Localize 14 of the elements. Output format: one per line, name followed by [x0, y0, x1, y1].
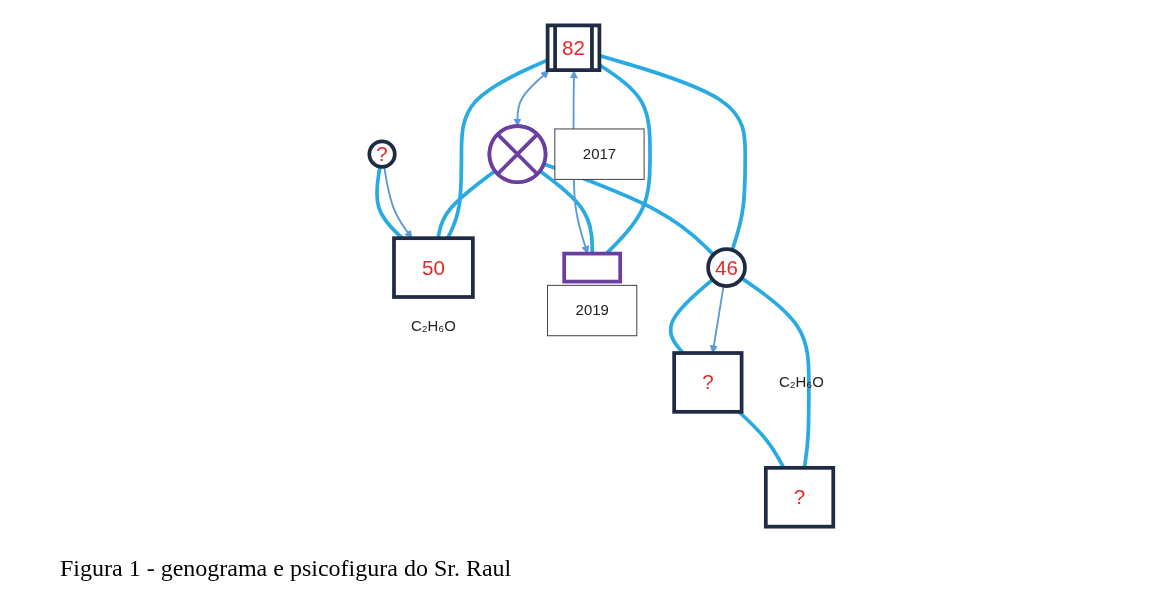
node-box — [562, 251, 623, 283]
node-box: 50 — [392, 235, 475, 299]
connector — [538, 168, 595, 254]
figure-caption: Figura 1 - genograma e psicofigura do Sr. Raul — [60, 555, 512, 582]
connector — [740, 276, 811, 468]
connector — [436, 168, 497, 238]
node-label: 2019 — [575, 301, 609, 318]
node-label: C₂H₆O — [410, 317, 456, 333]
node-circle: ? — [367, 139, 397, 169]
node-label: 2017 — [582, 145, 617, 162]
node-box: ? — [672, 350, 744, 414]
node-circle: 46 — [706, 246, 747, 288]
node-box: ? — [763, 465, 836, 529]
connector — [599, 53, 748, 251]
